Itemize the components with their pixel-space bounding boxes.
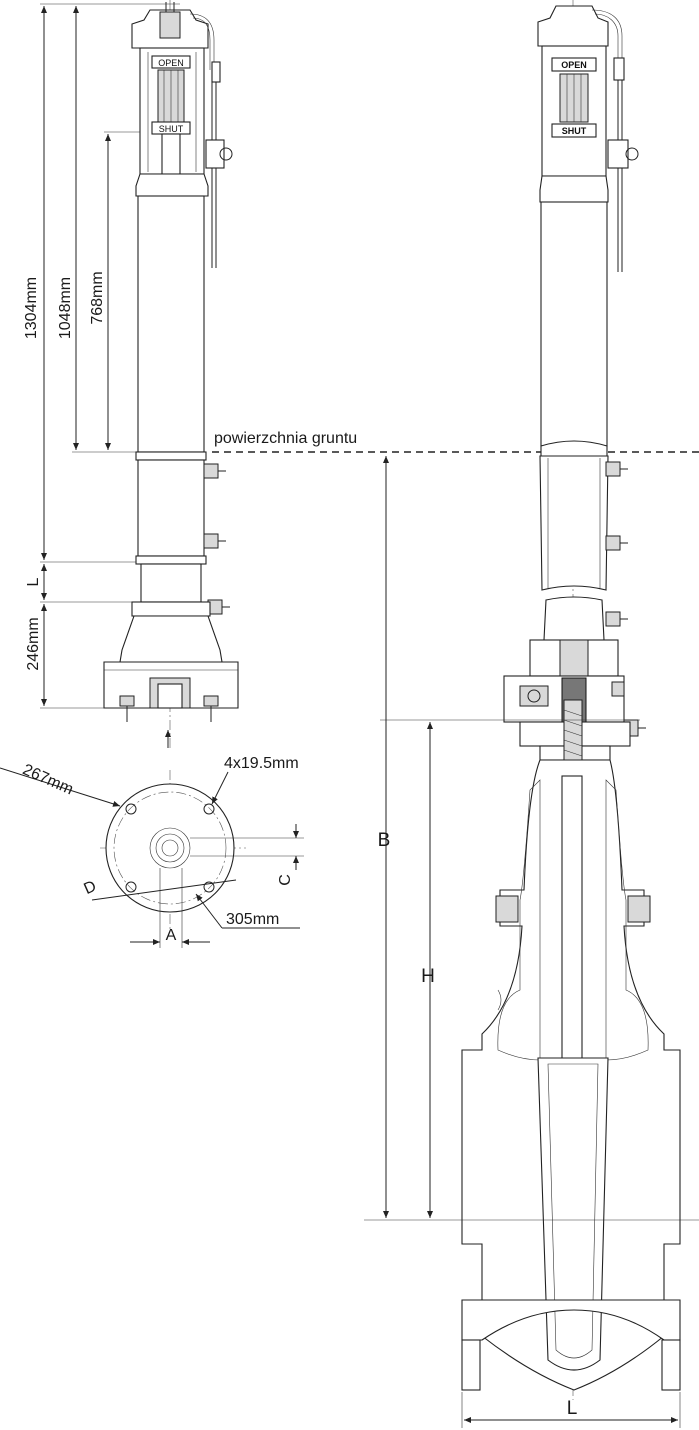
left-base [103,601,239,748]
dim-246-label: 246mm [25,617,42,670]
bolt-hole [125,803,137,815]
dim-L-left-label: L [25,577,42,586]
right-valve-body [461,759,681,1391]
bolt-hole [203,881,215,893]
left-shut-plate: SHUT [159,124,184,134]
dim-B-label: B [378,830,391,851]
right-dimensions [364,456,699,1428]
dim-L-right-label: L [567,1398,578,1419]
dim-1304-label: 1304mm [23,277,40,339]
flange-outer-circle [105,783,235,913]
bolt-circle-label: 305mm [226,911,279,928]
right-shut-plate: SHUT [562,126,587,136]
left-dimensions [40,3,180,709]
flange-plan-view: 267mm 4x19.5mm D C A 305mm [0,755,304,948]
right-assembly: OPEN SHUT [364,0,699,1428]
flange-A-label: A [166,927,177,944]
right-open-plate: OPEN [561,60,587,70]
left-open-plate: OPEN [158,58,184,68]
right-bonnet [503,596,646,777]
left-operator-head: OPEN SHUT [131,2,233,268]
left-assembly: OPEN SHUT [23,0,239,748]
flange-D-label: D [81,878,98,898]
bolt-hole [125,881,137,893]
flange-outer-diameter-label: 267mm [20,761,76,798]
bolt-holes-label: 4x19.5mm [224,755,299,772]
ground-line: powierzchnia gruntu [212,430,699,453]
dim-768-label: 768mm [89,271,106,324]
dim-H-label: H [421,966,435,987]
ground-label: powierzchnia gruntu [214,430,357,447]
right-shaft-lower [539,455,628,591]
flange-C-label: C [277,874,294,886]
right-shaft-upper [540,201,608,457]
left-shaft [135,195,230,615]
left-shaft-bolts [203,463,230,615]
right-operator-head: OPEN SHUT [537,5,639,272]
dim-1048-label: 1048mm [57,277,74,339]
bolt-hole [203,803,215,815]
